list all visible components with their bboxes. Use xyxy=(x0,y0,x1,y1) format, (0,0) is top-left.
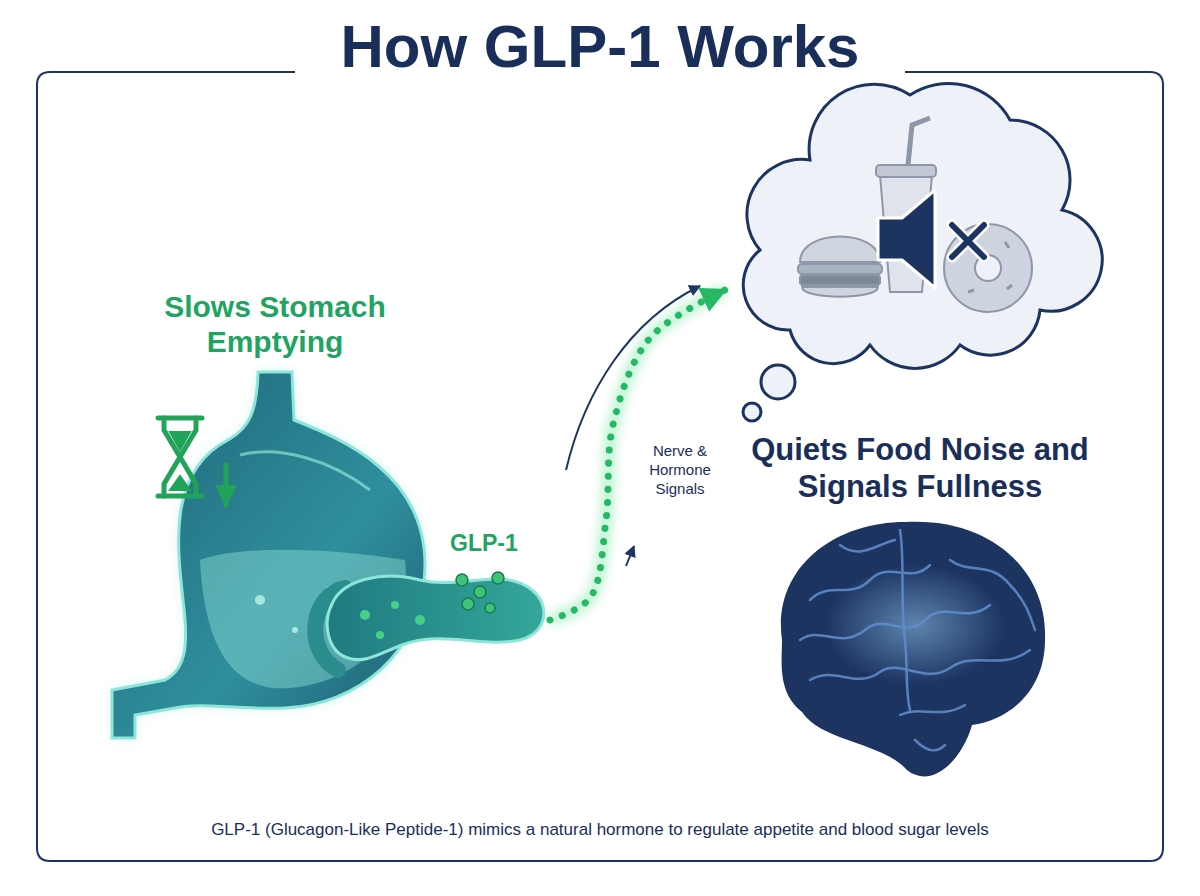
pancreas-region: GLP-1 xyxy=(305,530,550,670)
stomach-part xyxy=(292,627,298,633)
hourglass-icon-part xyxy=(224,465,229,505)
thought-cloud-part xyxy=(743,403,761,421)
signal-connector xyxy=(550,290,725,620)
glp1-molecules-part xyxy=(492,572,504,584)
brain-part xyxy=(825,565,1005,685)
pancreas-part xyxy=(376,631,384,639)
brain-part xyxy=(781,522,1045,777)
thought-cloud-part xyxy=(743,83,1102,368)
mute-icon-part xyxy=(952,225,984,257)
glp1-molecules-part xyxy=(485,603,495,613)
signal-arrows-part xyxy=(626,546,634,566)
mute-icon xyxy=(878,190,984,288)
brain xyxy=(781,522,1045,777)
mute-icon-part xyxy=(952,225,984,257)
node-label: Quiets Food Noise and Signals Fullness xyxy=(733,432,1108,505)
thought-cloud xyxy=(743,83,1102,421)
hourglass-icon-part xyxy=(170,432,190,450)
stomach-part xyxy=(112,372,425,738)
brain-part-part xyxy=(840,540,895,551)
brain-part-part xyxy=(810,650,1030,680)
food-icons-part xyxy=(800,275,880,285)
signal-arrows xyxy=(566,286,700,566)
food-icons-part xyxy=(802,287,878,297)
brain-part-part xyxy=(950,560,1035,630)
glp1-molecules-part xyxy=(474,586,486,598)
hourglass-icon-part xyxy=(170,476,190,490)
food-icons-part xyxy=(876,165,936,177)
stomach-part xyxy=(255,595,265,605)
stomach xyxy=(112,372,425,738)
pancreas-part xyxy=(327,576,544,659)
food-icons-part xyxy=(800,237,880,263)
brain-part-part xyxy=(915,740,945,750)
stomach-region: Slows Stomach Emptying xyxy=(110,290,440,740)
edge-glow xyxy=(550,290,725,620)
glp1-molecules-part xyxy=(456,574,468,586)
glp1-molecules-part xyxy=(462,598,474,610)
food-icons-part xyxy=(944,224,1032,312)
food-icons-part xyxy=(798,264,882,274)
pancreas-part xyxy=(415,615,425,625)
food-icons xyxy=(798,118,1032,312)
brain-part-part xyxy=(800,605,990,640)
stomach-part xyxy=(240,452,370,490)
thought-cloud-part xyxy=(761,365,795,399)
hourglass-icon xyxy=(158,418,226,505)
pancreas xyxy=(315,576,544,670)
glp1-molecules xyxy=(456,572,504,613)
brain-part-part xyxy=(900,530,910,710)
brain-region: Quiets Food Noise and Signals Fullness xyxy=(725,45,1115,805)
food-icons-part xyxy=(908,118,930,165)
mute-icon-part xyxy=(878,190,935,288)
pancreas-part xyxy=(391,601,399,609)
diagram-title: How GLP-1 Works xyxy=(0,12,1200,82)
brain-part xyxy=(800,530,1035,750)
node-label: GLP-1 xyxy=(450,530,518,557)
edge-label: Nerve & Hormone Signals xyxy=(638,440,722,500)
frame-part xyxy=(37,72,1163,861)
frame xyxy=(37,72,1163,861)
brain-part-part xyxy=(810,565,930,600)
diagram-caption: GLP-1 (Glucagon-Like Peptide-1) mimics a… xyxy=(60,820,1140,840)
node-label: Slows Stomach Emptying xyxy=(140,290,410,359)
pancreas-part xyxy=(360,610,370,620)
stomach-part xyxy=(112,372,425,738)
